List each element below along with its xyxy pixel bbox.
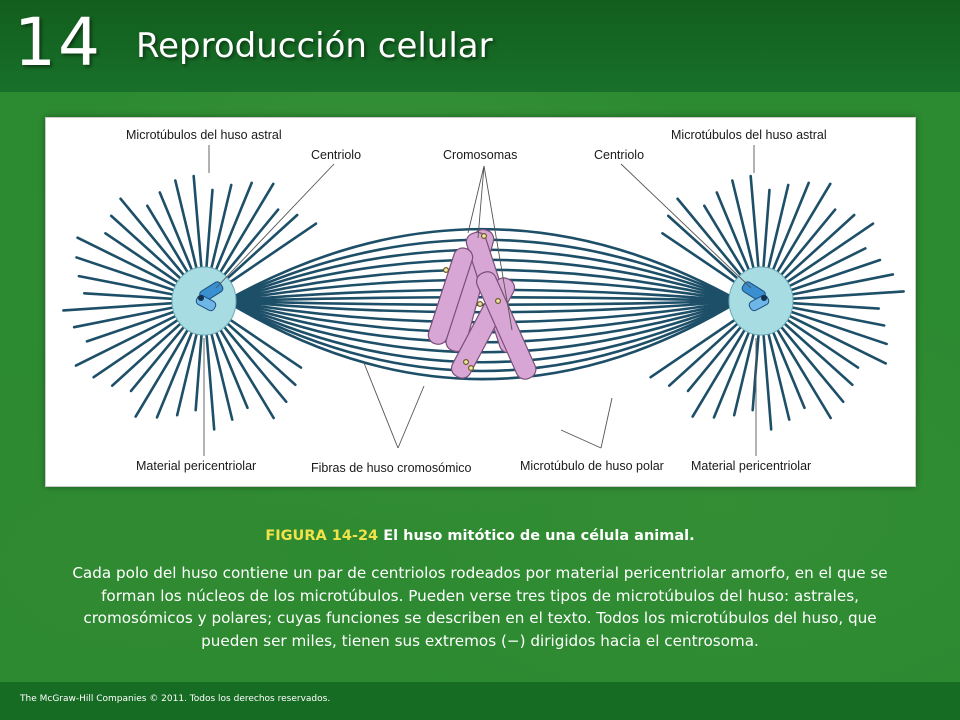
label-astral-right: Microtúbulos del huso astral (671, 128, 827, 142)
label-pericentriolar-right: Material pericentriolar (691, 459, 811, 473)
centriole-pair-right (741, 281, 770, 312)
mitotic-spindle-diagram: Microtúbulos del huso astral Microtúbulo… (62, 128, 905, 475)
label-polar-microtubule: Microtúbulo de huso polar (520, 459, 664, 473)
header-band (0, 0, 960, 92)
copyright-notice: The McGraw-Hill Companies © 2011. Todos … (20, 694, 331, 704)
astral-microtubules-left (62, 174, 318, 431)
leader-lines (203, 145, 757, 456)
chapter-number: 14 (14, 4, 102, 81)
astral-microtubules-right (649, 174, 905, 431)
chromosomes-group (427, 228, 537, 380)
figure-title: El huso mitótico de una célula animal. (383, 528, 695, 544)
label-centriole-left: Centriolo (311, 148, 361, 162)
figure-number: FIGURA 14-24 (265, 528, 379, 544)
label-chromosomal-fibers: Fibras de huso cromosómico (311, 461, 472, 475)
figure-panel: Microtúbulos del huso astral Microtúbulo… (45, 117, 916, 487)
label-astral-left: Microtúbulos del huso astral (126, 128, 282, 142)
figure-description: Cada polo del huso contiene un par de ce… (72, 564, 888, 650)
chapter-title: Reproducción celular (136, 26, 493, 66)
footer-band (0, 682, 960, 720)
figure-caption: FIGURA 14-24 El huso mitótico de una cél… (0, 528, 960, 544)
label-centriole-right: Centriolo (594, 148, 644, 162)
label-chromosomes: Cromosomas (443, 148, 517, 162)
label-pericentriolar-left: Material pericentriolar (136, 459, 256, 473)
